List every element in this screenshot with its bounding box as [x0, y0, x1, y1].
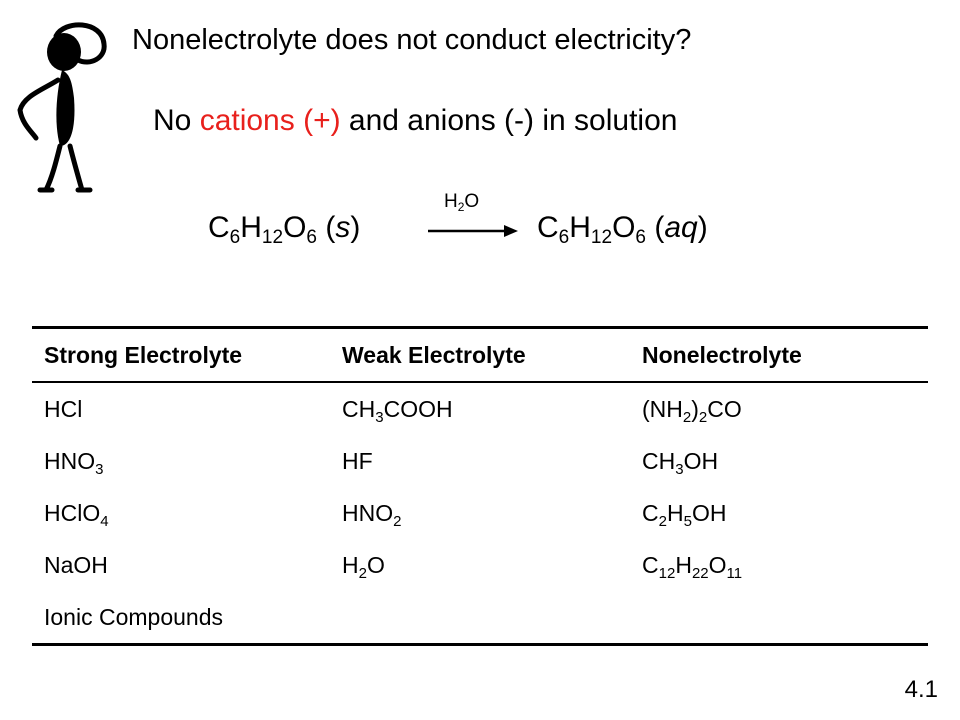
subtitle-suffix: and anions (-) in solution — [340, 104, 678, 137]
reactant-formula: C6H12O6 (s) — [208, 211, 361, 248]
table-body: HCl CH3COOH (NH2)2CO HNO3 HF CH3OH HClO4 HNO2 C2… — [32, 383, 928, 643]
table-cell: (NH2)2CO — [642, 396, 742, 426]
subtitle: No cations (+) and anions (-) in solutio… — [153, 104, 677, 138]
header-non: Nonelectrolyte — [642, 342, 802, 368]
table-row: NaOH H2O C12H22O11 — [32, 539, 928, 591]
table-cell: C12H22O11 — [642, 552, 743, 582]
reaction-arrow-icon — [428, 225, 518, 237]
thinking-stick-figure-icon — [17, 22, 107, 193]
table-header-rule — [32, 381, 928, 383]
table-cell: HF — [342, 448, 373, 474]
table-row: HCl CH3COOH (NH2)2CO — [32, 383, 928, 435]
electrolyte-table: Strong Electrolyte Weak Electrolyte None… — [32, 326, 928, 646]
table-top-rule — [32, 326, 928, 329]
table-cell: C2H5OH — [642, 500, 727, 530]
table-row: HClO4 HNO2 C2H5OH — [32, 487, 928, 539]
table-bottom-rule — [32, 643, 928, 646]
table-row: HNO3 HF CH3OH — [32, 435, 928, 487]
table-cell: NaOH — [44, 552, 108, 578]
arrow-label: H2O — [444, 191, 480, 214]
header-weak: Weak Electrolyte — [342, 342, 526, 368]
header-strong: Strong Electrolyte — [44, 342, 243, 368]
table-cell: HClO4 — [44, 500, 109, 530]
table-cell: HCl — [44, 396, 83, 422]
table-cell: HNO2 — [342, 500, 402, 530]
table-cell: CH3COOH — [342, 396, 453, 426]
table-cell: HNO3 — [44, 448, 104, 478]
table-row: Ionic Compounds — [32, 591, 928, 643]
page-number: 4.1 — [904, 676, 938, 703]
subtitle-highlight: cations (+) — [199, 104, 341, 137]
table-cell: Ionic Compounds — [44, 604, 223, 630]
product-formula: C6H12O6 (aq) — [537, 211, 708, 248]
page-title: Nonelectrolyte does not conduct electric… — [132, 24, 692, 56]
table-header-row: Strong Electrolyte Weak Electrolyte None… — [32, 329, 928, 381]
subtitle-prefix: No — [153, 104, 200, 137]
table-cell: H2O — [342, 552, 385, 582]
table-cell: CH3OH — [642, 448, 719, 478]
